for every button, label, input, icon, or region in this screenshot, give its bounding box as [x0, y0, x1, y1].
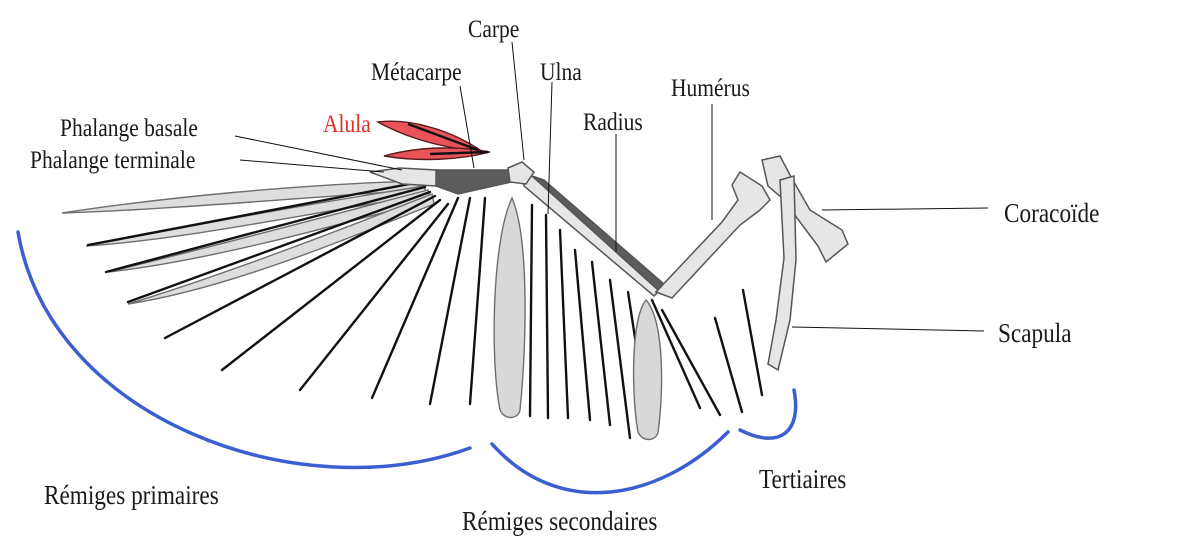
- shaft: [650, 298, 702, 410]
- label-metacarpe: Métacarpe: [371, 59, 462, 86]
- ulna-bone: [518, 168, 664, 298]
- label-scapula: Scapula: [998, 318, 1072, 348]
- tertiaires-bracket: [738, 388, 798, 440]
- shaft: [713, 316, 744, 414]
- humerus-bone: [654, 170, 771, 299]
- label-remiges-secondaires: Rémiges secondaires: [462, 506, 658, 536]
- secondary-feather-2: [632, 298, 663, 441]
- shaft: [573, 248, 592, 422]
- feather-group-brackets: [16, 230, 798, 495]
- ulna-leader: [547, 81, 553, 215]
- secondary-feather-1: [493, 196, 526, 419]
- shaft: [428, 196, 472, 406]
- metacarpe-leader: [459, 85, 475, 169]
- metacarpe-bone: [435, 169, 522, 195]
- secondaires-bracket: [490, 430, 730, 495]
- shaft: [298, 202, 450, 392]
- shaft: [126, 190, 432, 304]
- label-ulna: Ulna: [540, 59, 582, 86]
- phalange-basale-leader: [234, 135, 403, 171]
- shaft: [163, 194, 437, 340]
- label-coracoide: Coracoïde: [1004, 198, 1100, 228]
- radius-bone: [531, 175, 666, 292]
- shaft: [528, 203, 534, 418]
- phalange-terminale-leader: [239, 159, 385, 173]
- wing-bones: [369, 155, 849, 372]
- carpe-bone: [507, 161, 535, 185]
- carpe-leader: [511, 41, 525, 161]
- shaft: [220, 198, 442, 372]
- shaft: [544, 213, 550, 420]
- leader-lines: [234, 41, 989, 332]
- alula-shaft: [429, 150, 489, 156]
- label-phalange-terminale: Phalange terminale: [30, 147, 196, 174]
- primaires-bracket: [16, 230, 472, 470]
- primary-feather-vanes: [61, 180, 435, 305]
- coracoide-bone: [761, 155, 849, 264]
- scapula-leader: [791, 326, 985, 332]
- shaft: [104, 185, 427, 274]
- label-humerus: Humérus: [671, 75, 750, 102]
- label-tertiaires: Tertiaires: [759, 464, 847, 494]
- label-radius: Radius: [583, 109, 643, 136]
- label-alula: Alula: [323, 111, 371, 138]
- alula-shaft: [407, 122, 479, 152]
- coracoide-leader: [821, 207, 989, 211]
- shaft: [741, 288, 764, 397]
- shaft: [558, 228, 570, 420]
- shaft: [86, 180, 422, 247]
- primary-feather-4: [127, 193, 435, 305]
- shaft: [370, 196, 460, 400]
- shaft: [660, 308, 722, 417]
- label-carpe: Carpe: [468, 16, 520, 43]
- label-remiges-primaires: Rémiges primaires: [44, 480, 219, 510]
- shaft: [608, 278, 632, 440]
- shaft: [468, 196, 487, 406]
- label-phalange-basale: Phalange basale: [60, 115, 198, 142]
- alula-shafts: [407, 122, 489, 156]
- shaft: [590, 260, 612, 427]
- secondary-feather-vanes: [493, 196, 663, 441]
- scapula-bone: [767, 175, 797, 372]
